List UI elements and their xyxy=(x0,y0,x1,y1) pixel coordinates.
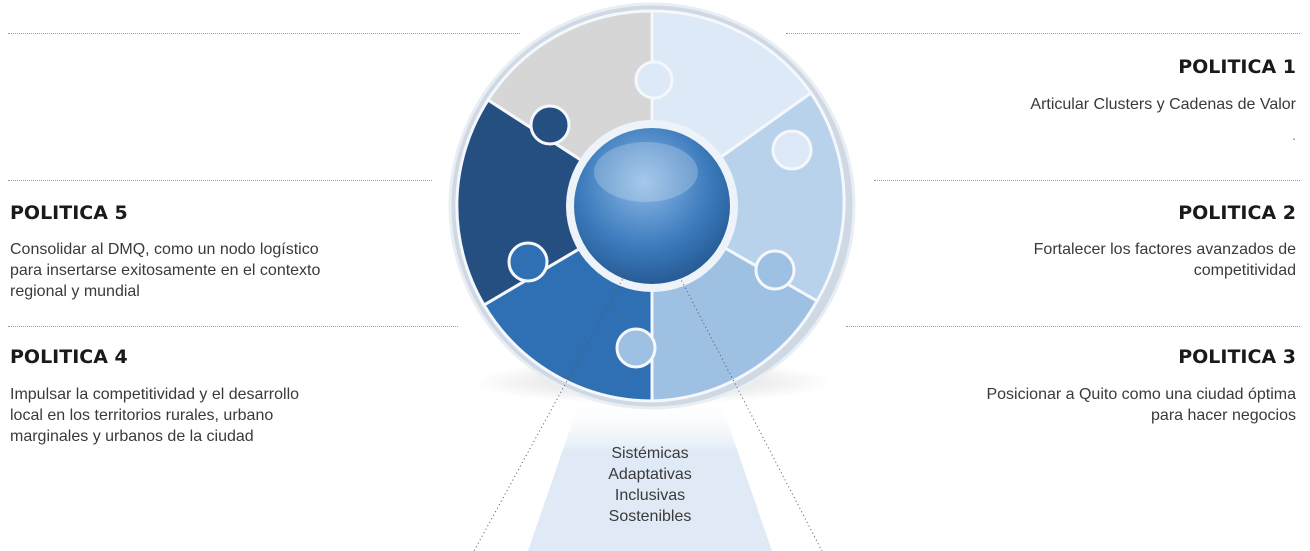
politica-2-line-2: competitividad xyxy=(1193,262,1296,279)
separator-politica-5 xyxy=(8,180,432,181)
separator-politica-3 xyxy=(846,326,1300,327)
politica-5-line-1: Consolidar al DMQ, como un nodo logístic… xyxy=(10,241,319,258)
politica-2-title: POLITICA 2 xyxy=(1178,202,1296,224)
politica-4-description: Impulsar la competitividad y el desarrol… xyxy=(10,384,450,447)
politica-3-line-2: para hacer negocios xyxy=(1151,407,1296,424)
beam-line-right xyxy=(675,269,823,551)
politica-5-description: Consolidar al DMQ, como un nodo logístic… xyxy=(10,239,430,302)
attribute-item: Sistémicas xyxy=(611,445,689,462)
hub xyxy=(574,128,730,284)
politica-1-note: . xyxy=(1292,127,1296,143)
knob-bottom xyxy=(615,327,657,369)
politica-1-description: Articular Clusters y Cadenas de Valor xyxy=(876,94,1296,115)
politica-5-title: POLITICA 5 xyxy=(10,202,128,224)
politica-4-title: POLITICA 4 xyxy=(10,346,128,368)
politica-3-title: POLITICA 3 xyxy=(1178,346,1296,368)
separator-top-left xyxy=(8,33,520,34)
attribute-list: Sistémicas Adaptativas Inclusivas Sosten… xyxy=(530,443,770,527)
puzzle-piece-left xyxy=(455,97,655,308)
attribute-beam xyxy=(528,400,772,551)
knob-top-left xyxy=(529,104,571,146)
politica-4-line-2: local en los territorios rurales, urbano xyxy=(10,407,274,424)
separator-politica-2 xyxy=(874,180,1300,181)
knob-top xyxy=(634,60,674,100)
separator-politica-4 xyxy=(8,326,458,327)
politica-5-line-2: para insertarse exitosamente en el conte… xyxy=(10,262,321,279)
politica-1-title: POLITICA 1 xyxy=(1178,56,1296,78)
attribute-item: Sostenibles xyxy=(608,508,692,525)
politica-4-line-1: Impulsar la competitividad y el desarrol… xyxy=(10,386,300,403)
knob-right xyxy=(771,129,813,171)
beam-line-left xyxy=(473,261,633,551)
politica-4-line-3: marginales y urbanos de la ciudad xyxy=(10,428,254,445)
politica-2-description: Fortalecer los factores avanzados de com… xyxy=(876,239,1296,281)
politica-2-line-1: Fortalecer los factores avanzados de xyxy=(1033,241,1296,258)
attribute-item: Inclusivas xyxy=(614,487,686,504)
politica-1-line-1: Articular Clusters y Cadenas de Valor xyxy=(1030,96,1296,113)
knob-right-lower xyxy=(754,249,796,291)
hub-highlight xyxy=(594,142,698,202)
attribute-item: Adaptativas xyxy=(608,466,692,483)
puzzle-knobs xyxy=(507,60,813,369)
politica-3-description: Posicionar a Quito como una ciudad óptim… xyxy=(856,384,1296,426)
politica-5-line-3: regional y mundial xyxy=(10,283,140,300)
knob-left xyxy=(507,241,549,283)
separator-top-right xyxy=(786,33,1300,34)
politica-3-line-1: Posicionar a Quito como una ciudad óptim… xyxy=(986,386,1296,403)
